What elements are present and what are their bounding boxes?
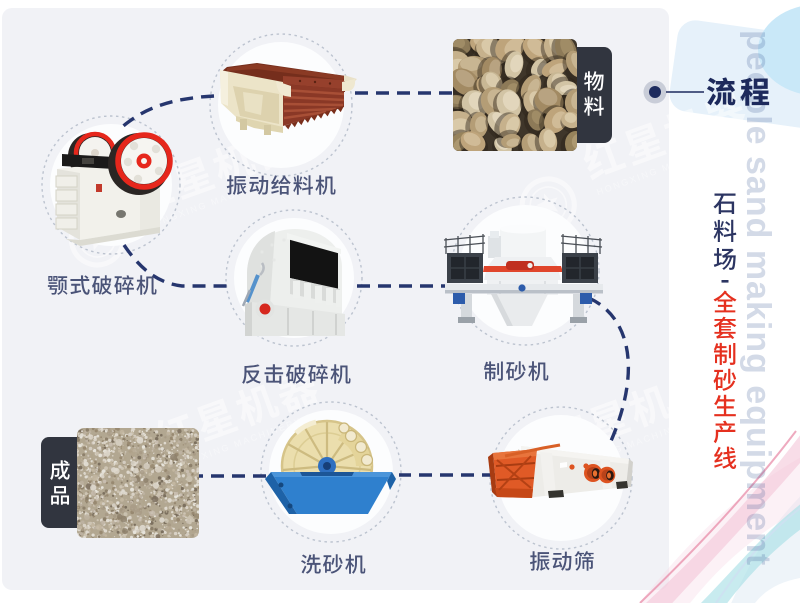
svg-text:people sand making equipment: people sand making equipment	[739, 30, 777, 566]
